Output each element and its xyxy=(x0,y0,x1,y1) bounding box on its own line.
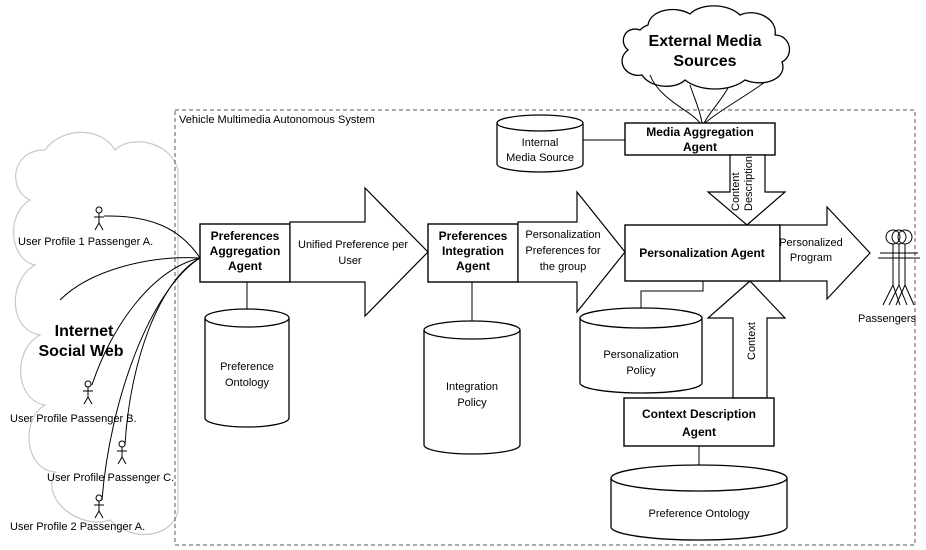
pref-agg-label-3: Agent xyxy=(228,259,262,273)
sources-label: Sources xyxy=(673,53,736,70)
personalized-program-arrow: Personalized Program xyxy=(779,205,871,301)
context-agent-label-1: Context Description xyxy=(642,407,756,421)
cloud-to-media-link-1 xyxy=(649,74,701,124)
user-profile-1-label: User Profile 1 Passenger A. xyxy=(18,236,153,248)
cloud-to-media-link-4 xyxy=(703,87,729,124)
pers-policy-label-2: Policy xyxy=(626,365,656,377)
user1-link xyxy=(103,215,201,259)
personalization-preferences-arrow: Personalization Preferences for the grou… xyxy=(517,190,626,314)
internal-media-source-store: Internal Media Source xyxy=(496,114,584,173)
preference-ontology-store: Preference Ontology xyxy=(204,308,290,428)
pers-pref-label-1: Personalization xyxy=(525,229,600,241)
user-profile-1-icon xyxy=(94,206,104,231)
unified-pref-label-2: User xyxy=(338,255,362,267)
media-aggregation-label-1: Media Aggregation xyxy=(646,125,754,139)
personalization-agent-label: Personalization Agent xyxy=(639,246,765,260)
pref-int-label-1: Preferences xyxy=(439,229,508,243)
pref-ontology-label-1: Preference xyxy=(220,361,274,373)
user-profile-c-label: User Profile Passenger C. xyxy=(47,472,174,484)
social-web-label: Social Web xyxy=(38,343,123,360)
unified-preference-arrow: Unified Preference per User xyxy=(289,186,429,318)
program-label: Program xyxy=(790,252,832,264)
pref-ontology-2-label: Preference Ontology xyxy=(649,508,750,520)
preferences-aggregation-agent: Preferences Aggregation Agent xyxy=(199,223,291,283)
external-media-sources-cloud: External Media Sources xyxy=(621,5,791,90)
internet-label: Internet xyxy=(55,323,114,340)
external-media-label: External Media xyxy=(649,33,762,50)
user-extra-link xyxy=(59,257,201,301)
personalization-policy-store: Personalization Policy xyxy=(579,307,703,394)
userb-link xyxy=(91,257,201,386)
passengers-icon xyxy=(878,229,920,306)
integration-policy-store: Integration Policy xyxy=(423,320,521,455)
personalization-agent: Personalization Agent xyxy=(624,224,781,282)
pers-policy-label-1: Personalization xyxy=(603,349,678,361)
pers-agent-to-policy-link xyxy=(640,281,704,318)
context-label: Context xyxy=(746,322,758,360)
pref-ontology-label-2: Ontology xyxy=(225,377,270,389)
context-description-agent: Context Description Agent xyxy=(623,397,775,447)
passengers-label: Passengers xyxy=(858,313,917,325)
pers-pref-label-2: Preferences for xyxy=(525,245,601,257)
content-label: Content xyxy=(730,172,742,211)
internal-media-label-2: Media Source xyxy=(506,152,574,164)
description-label: Description xyxy=(743,156,755,211)
user-profile-b-label: User Profile Passenger B. xyxy=(10,413,137,425)
preferences-integration-agent: Preferences Integration Agent xyxy=(427,223,519,283)
integration-policy-label-2: Policy xyxy=(457,397,487,409)
pref-int-label-2: Integration xyxy=(442,244,504,258)
context-agent-label-2: Agent xyxy=(682,425,716,439)
pref-agg-label-1: Preferences xyxy=(211,229,280,243)
personalized-label: Personalized xyxy=(779,237,843,249)
cloud-to-media-link-3 xyxy=(704,81,766,124)
pers-pref-label-3: the group xyxy=(540,261,586,273)
media-aggregation-agent: Media Aggregation Agent xyxy=(624,122,776,156)
cloud-to-media-link-2 xyxy=(689,84,703,124)
pref-agg-label-2: Aggregation xyxy=(210,244,281,258)
internal-media-label-1: Internal xyxy=(522,137,559,149)
user-profile-b-icon xyxy=(83,380,93,405)
content-description-arrow: Content Description xyxy=(706,154,787,226)
pref-int-label-3: Agent xyxy=(456,259,490,273)
media-aggregation-label-2: Agent xyxy=(683,140,717,154)
preference-ontology-store-2: Preference Ontology xyxy=(610,464,788,541)
unified-pref-label-1: Unified Preference per xyxy=(298,239,408,251)
context-arrow: Context xyxy=(706,280,787,399)
user-profile-c-icon xyxy=(117,440,127,465)
system-label: Vehicle Multimedia Autonomous System xyxy=(179,114,375,126)
internet-social-web-cloud: Internet Social Web xyxy=(13,131,179,535)
user-profile-2-label: User Profile 2 Passenger A. xyxy=(10,521,145,533)
user2-link xyxy=(101,257,201,501)
integration-policy-label-1: Integration xyxy=(446,381,498,393)
